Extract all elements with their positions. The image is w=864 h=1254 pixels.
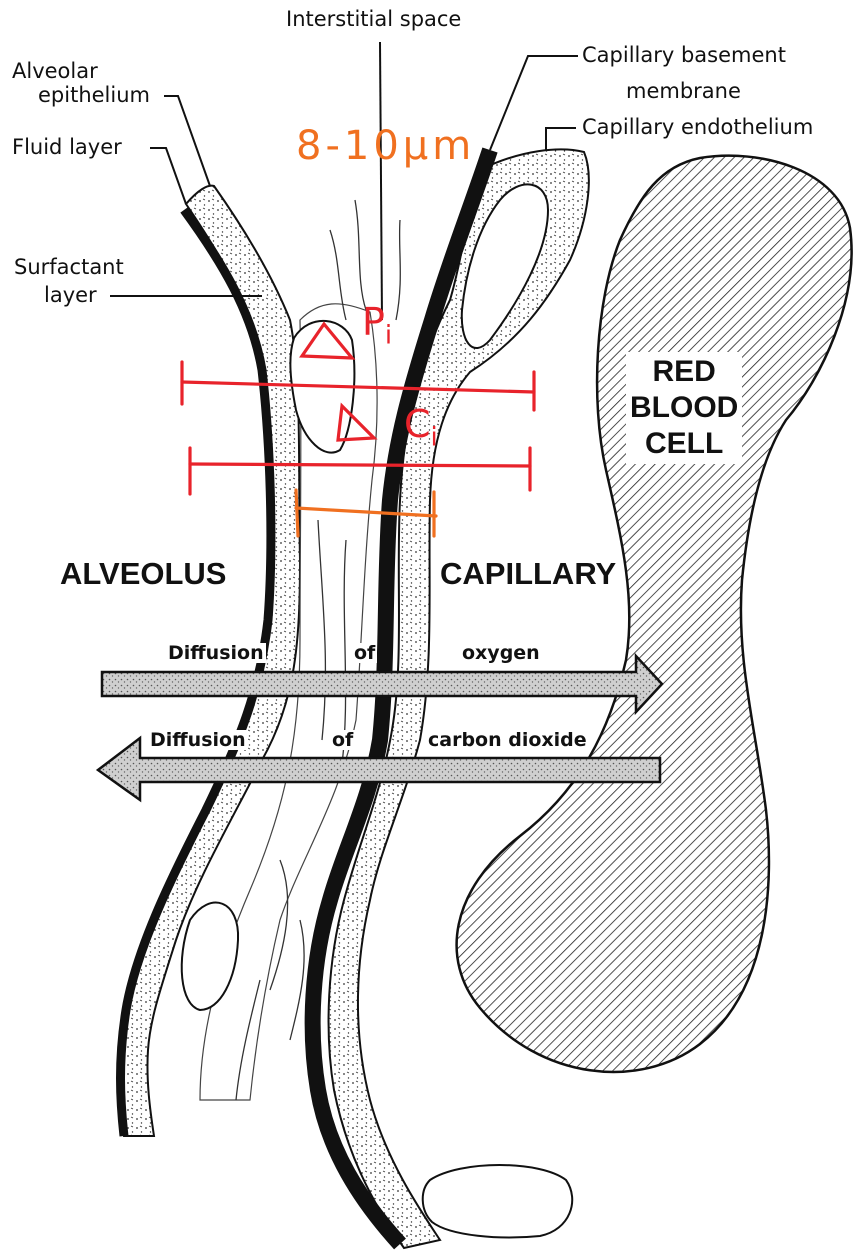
thickness-annotation: 8-10µm (296, 126, 475, 166)
capillary-basement-label-2: membrane (626, 80, 741, 102)
alveolar-epithelium-label-2: epithelium (38, 84, 150, 106)
surfactant-label-2: layer (44, 284, 97, 306)
red-bracket-lower (190, 464, 530, 466)
capillary-endothelium-label: Capillary endothelium (582, 116, 813, 138)
alveolus-label: ALVEOLUS (60, 558, 227, 590)
rbc-line-1: RED (630, 354, 738, 390)
capillary-label: CAPILLARY (440, 558, 616, 590)
concentration-annotation: ΔCCi (404, 404, 438, 458)
alveolar-epithelium-label-1: Alveolar (12, 60, 98, 82)
rbc-line-2: BLOOD (630, 390, 738, 426)
oxygen-arrow-word-2: of (352, 643, 377, 663)
endothelial-cell-lower (423, 1165, 572, 1237)
co2-arrow-word-2: of (330, 730, 355, 750)
capillary-basement-label-1: Capillary basement (582, 44, 786, 66)
pressure-annotation: ΔPPi (362, 302, 392, 356)
co2-arrow-word-1: Diffusion (148, 730, 248, 750)
interstitial-pointer (380, 42, 382, 320)
concentration-letter: C (404, 402, 431, 446)
oxygen-arrow-word-3: oxygen (460, 643, 542, 663)
red-blood-cell-label: RED BLOOD CELL (626, 352, 742, 464)
rbc-line-3: CELL (630, 426, 738, 462)
co2-arrow-word-3: carbon dioxide (426, 730, 589, 750)
oxygen-arrow-word-1: Diffusion (166, 643, 266, 663)
pressure-subscript: i (385, 321, 392, 351)
fluid-layer-label: Fluid layer (12, 136, 122, 158)
interstitial-space-label: Interstitial space (286, 8, 461, 30)
concentration-subscript: i (431, 423, 438, 453)
pressure-letter: P (362, 300, 385, 344)
surfactant-label-1: Surfactant (14, 256, 124, 278)
